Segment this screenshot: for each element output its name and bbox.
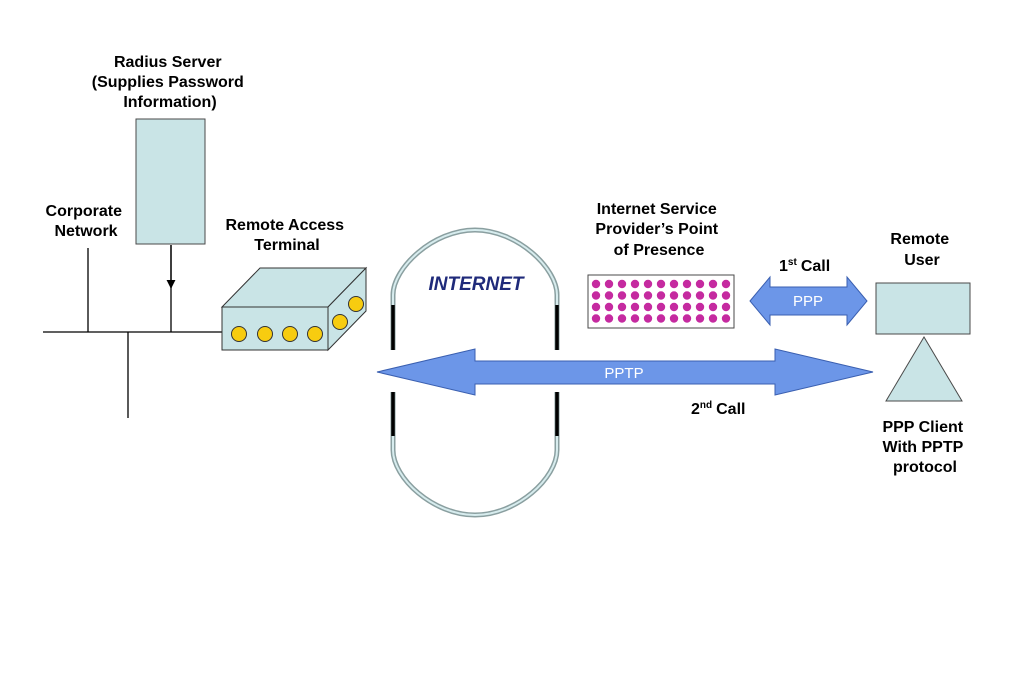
pop-dot	[669, 279, 679, 289]
pptp-arrow	[376, 348, 874, 396]
pop-dot	[669, 302, 679, 312]
pop-dot	[591, 291, 601, 300]
pop-dot	[643, 302, 653, 312]
pop-dot	[604, 302, 614, 312]
first-call-number: 1	[779, 258, 788, 275]
pop-dot	[721, 314, 731, 323]
pop-dot	[656, 302, 666, 312]
first-call-word: Call	[801, 258, 830, 275]
pop-dot	[630, 291, 640, 300]
remote-user-stand	[885, 336, 963, 402]
first-call-suffix: st	[788, 257, 798, 268]
corporate-network-label: Corporate Network	[46, 203, 127, 240]
remote-user-monitor	[875, 282, 971, 335]
pop-dot	[656, 314, 666, 323]
isp-pop-label: Internet Service Provider’s Point of Pre…	[595, 201, 722, 259]
pop-dot	[591, 302, 601, 312]
pop-dot	[695, 291, 705, 300]
pop-dot	[630, 302, 640, 312]
remote-access-terminal-line-2: Terminal	[254, 237, 320, 254]
isp-pop-line-1: Internet Service	[597, 201, 717, 218]
ppp-arrow	[749, 275, 868, 327]
terminal-port	[348, 296, 364, 312]
pop-dot	[617, 302, 627, 312]
terminal-port	[231, 326, 247, 342]
pop-dot	[695, 302, 705, 312]
ppp-client-line-2: With PPTP	[883, 439, 964, 456]
remote-access-terminal-device	[220, 266, 368, 352]
pop-dot	[656, 291, 666, 300]
ppp-arrow-label: PPP	[793, 293, 823, 310]
pop-dot	[682, 291, 692, 300]
corporate-network-wiring	[43, 245, 222, 418]
isp-pop-line-2: Provider’s Point	[595, 221, 718, 238]
pop-dot	[695, 279, 705, 289]
internet-shape	[390, 227, 560, 518]
ppp-client-label: PPP Client With PPTP protocol	[882, 419, 967, 476]
pop-dot	[630, 314, 640, 323]
second-call-suffix: nd	[700, 400, 712, 411]
radius-server-label: Radius Server (Supplies Password Informa…	[92, 54, 249, 111]
ppp-client-line-3: protocol	[893, 459, 957, 476]
pop-dot	[708, 302, 718, 312]
internet-bottom-arc	[390, 392, 560, 518]
second-call-number: 2	[691, 401, 700, 418]
pop-dot	[708, 291, 718, 300]
remote-access-terminal-label: Remote Access Terminal	[225, 217, 348, 254]
pop-dot	[591, 314, 601, 323]
terminal-port	[282, 326, 298, 342]
radius-server-line-1: Radius Server	[114, 54, 222, 71]
pop-dot	[604, 279, 614, 289]
remote-user-line-1: Remote	[890, 231, 949, 248]
radius-server-line-2: (Supplies Password	[92, 74, 244, 91]
remote-user-line-2: User	[904, 252, 940, 269]
remote-user-label: Remote User	[890, 231, 953, 269]
pop-dot	[669, 291, 679, 300]
corporate-network-line-2: Network	[54, 223, 117, 240]
internet-label: INTERNET	[429, 274, 525, 295]
pop-dot	[643, 279, 653, 289]
pop-dot	[695, 314, 705, 323]
pop-dot	[682, 279, 692, 289]
pop-dot	[630, 279, 640, 289]
second-call-label: 2nd Call	[691, 400, 745, 418]
isp-pop-dots	[591, 279, 731, 323]
terminal-port	[257, 326, 273, 342]
second-call-word: Call	[716, 401, 745, 418]
terminal-ports	[231, 296, 364, 342]
internet-top-arc-inner	[392, 228, 558, 350]
radius-server-line-3: Information)	[123, 94, 216, 111]
pop-dot	[604, 314, 614, 323]
terminal-port	[307, 326, 323, 342]
isp-pop-line-3: of Presence	[614, 242, 705, 259]
pop-dot	[617, 314, 627, 323]
pop-dot	[721, 302, 731, 312]
pop-dot	[656, 279, 666, 289]
pop-dot	[682, 314, 692, 323]
pop-dot	[617, 291, 627, 300]
pop-dot	[721, 291, 731, 300]
internet-bottom-arc-inner	[392, 392, 558, 517]
terminal-port	[332, 314, 348, 330]
pop-dot	[617, 279, 627, 289]
pop-dot	[721, 279, 731, 289]
pop-dot	[708, 314, 718, 323]
corporate-network-line-1: Corporate	[46, 203, 123, 220]
pop-dot	[643, 291, 653, 300]
pop-dot	[682, 302, 692, 312]
pptp-arrow-label: PPTP	[604, 365, 643, 382]
pop-dot	[669, 314, 679, 323]
pop-dot	[708, 279, 718, 289]
remote-access-terminal-line-1: Remote Access	[225, 217, 344, 234]
radius-server-box	[135, 118, 206, 245]
ppp-client-line-1: PPP Client	[882, 419, 963, 436]
pop-dot	[591, 279, 601, 289]
pop-dot	[604, 291, 614, 300]
pop-dot	[643, 314, 653, 323]
